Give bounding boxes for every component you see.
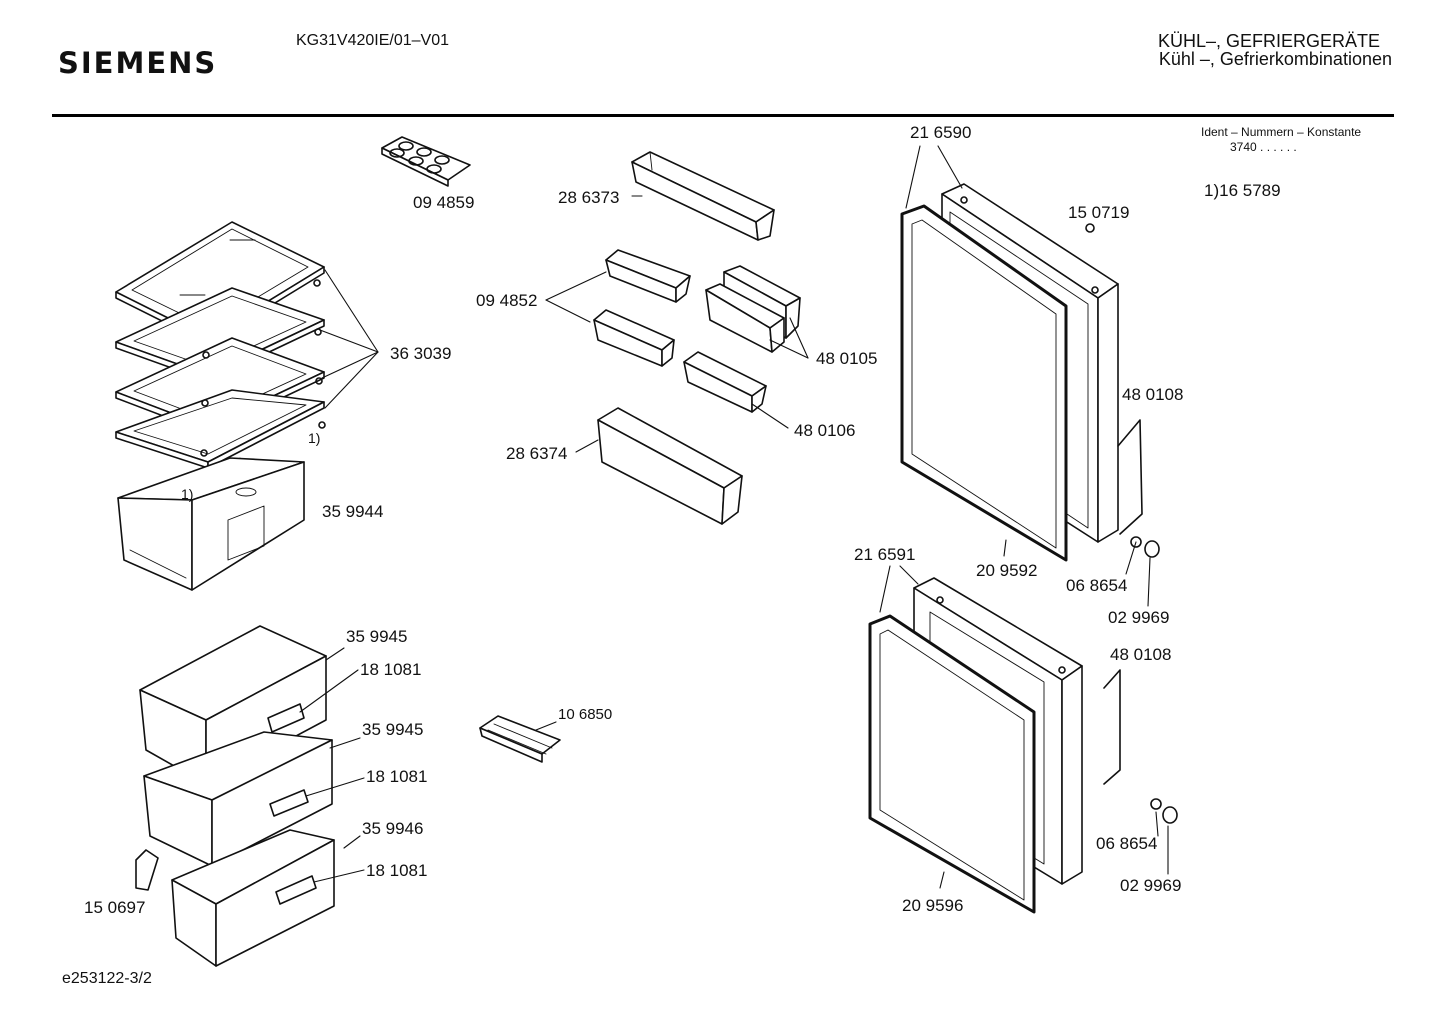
glass-shelves-drawing — [115, 221, 326, 501]
label-cap-lower: 02 9969 — [1120, 876, 1182, 895]
label-drawer-middle: 35 9945 — [362, 720, 424, 739]
label-hinge-pin-lower: 06 8654 — [1096, 834, 1158, 853]
fridge-door-drawing — [900, 183, 1160, 562]
label-drawer-handle-bottom: 18 1081 — [366, 861, 428, 880]
label-covered-box: 48 0105 — [816, 349, 878, 368]
drawers-drawing — [139, 625, 335, 967]
covered-box-drawing — [705, 265, 801, 353]
label-fridge-door: 20 9592 — [976, 561, 1038, 580]
label-egg-tray: 09 4859 — [413, 193, 475, 212]
category-title: KÜHL–, GEFRIERGERÄTE — [1157, 31, 1380, 51]
leader-lines — [299, 145, 1169, 889]
label-handle-lower: 48 0108 — [1110, 645, 1172, 664]
label-bottle-shelf-bottom: 28 6374 — [506, 444, 568, 463]
label-shelf-note-1: 1) — [308, 430, 321, 446]
label-bottle-shelf-top: 28 6373 — [558, 188, 620, 207]
label-drawer-bottom: 35 9946 — [362, 819, 424, 838]
small-shelves-drawing — [593, 249, 691, 367]
document-id: e253122-3/2 — [62, 970, 152, 987]
label-drawer-handle-top: 18 1081 — [360, 660, 422, 679]
label-freezer-door-gasket: 21 6591 — [854, 545, 916, 564]
bottle-shelf-top-drawing — [631, 151, 775, 241]
label-door-stop: 15 0719 — [1068, 203, 1130, 222]
label-cap-upper: 02 9969 — [1108, 608, 1170, 627]
ident-value: 3740 . . . . . . — [1230, 140, 1297, 154]
label-handle-upper: 48 0108 — [1122, 385, 1184, 404]
bottle-shelf-bottom-drawing — [597, 407, 743, 525]
category-subtitle: Kühl –, Gefrierkombinationen — [1158, 49, 1392, 69]
label-drawer-handle-middle: 18 1081 — [366, 767, 428, 786]
ice-tray-drawing — [479, 715, 561, 763]
label-drawer-top: 35 9945 — [346, 627, 408, 646]
label-small-shelf: 09 4852 — [476, 291, 538, 310]
label-hinge-pin-upper: 06 8654 — [1066, 576, 1128, 595]
label-small-tray: 48 0106 — [794, 421, 856, 440]
egg-tray-drawing — [381, 136, 471, 187]
label-hinge-cover: 15 0697 — [84, 898, 146, 917]
brand-logo: SIEMENS — [58, 46, 218, 80]
freezer-door-drawing — [868, 577, 1178, 914]
ident-label: Ident – Nummern – Konstante — [1201, 125, 1362, 139]
label-ice-tray: 10 6850 — [558, 706, 613, 723]
hinge-cover-drawing — [135, 849, 159, 891]
label-shelf-note-2: 1) — [181, 486, 194, 502]
header-divider — [52, 114, 1394, 117]
model-number: KG31V420IE/01–V01 — [296, 32, 450, 49]
label-fridge-door-gasket: 21 6590 — [910, 123, 972, 142]
label-freezer-door: 20 9596 — [902, 896, 964, 915]
label-crisper-box: 35 9944 — [322, 502, 384, 521]
label-glass-shelf: 36 3039 — [390, 344, 452, 363]
small-tray-drawing — [683, 351, 767, 413]
crisper-box-drawing — [117, 457, 305, 591]
footnote: 1)16 5789 — [1204, 181, 1281, 200]
